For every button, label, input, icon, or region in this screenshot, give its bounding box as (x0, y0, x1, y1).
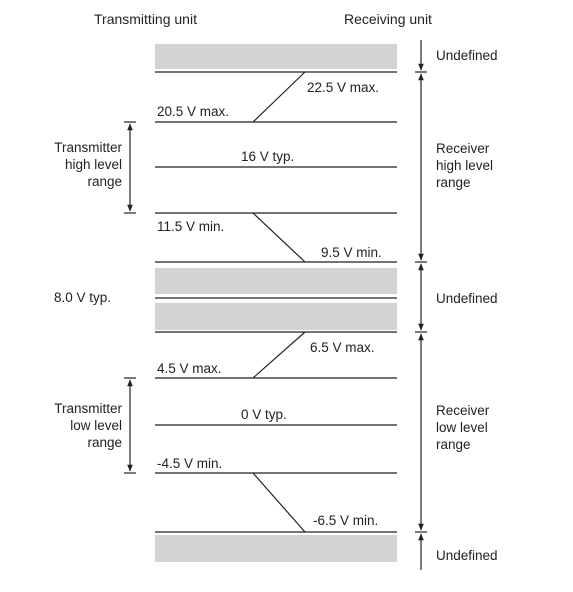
label-rx-min-low: -6.5 V min. (313, 513, 379, 528)
rx-low-range-line-3: range (436, 437, 471, 452)
rx-low-range-line-1: Receiver (436, 403, 490, 418)
tx-high-range-line-3: range (87, 174, 122, 189)
rx-high-range-line-3: range (436, 175, 471, 190)
label-tx-max-low: 4.5 V max. (157, 361, 222, 376)
undefined-band-mid-upper (155, 268, 397, 294)
undefined-label-mid: Undefined (436, 291, 498, 306)
connector-high-max (252, 71, 306, 123)
tx-high-range-label: Transmitter high level range (20, 139, 122, 190)
label-tx-min-high: 11.5 V min. (157, 219, 225, 234)
undefined-band-mid-lower (155, 303, 397, 330)
tx-low-range-line-1: Transmitter (54, 401, 122, 416)
undefined-label-top: Undefined (436, 48, 498, 63)
label-tx-typ-high: 16 V typ. (241, 149, 295, 164)
label-rx-max-low: 6.5 V max. (310, 340, 375, 355)
header-transmitting-unit: Transmitting unit (94, 11, 197, 27)
undefined-label-bottom: Undefined (436, 548, 498, 563)
rx-low-range-line-2: low level (436, 420, 488, 435)
label-tx-max-high: 20.5 V max. (157, 104, 230, 119)
label-tx-min-low: -4.5 V min. (157, 456, 223, 471)
tx-high-range-line-2: high level (64, 157, 122, 172)
label-tx-typ-low: 0 V typ. (241, 407, 287, 422)
label-mid-typ: 8.0 V typ. (54, 290, 112, 305)
rx-high-range-label: Receiver high level range (436, 140, 493, 191)
tx-low-range-line-2: low level (70, 418, 122, 433)
rx-high-range-line-1: Receiver (436, 141, 490, 156)
rx-high-range-line-2: high level (436, 158, 494, 173)
connector-low-min (252, 472, 306, 533)
undefined-band-top (155, 44, 397, 69)
label-rx-min-high: 9.5 V min. (321, 245, 382, 260)
connector-high-min (252, 212, 306, 263)
tx-low-range-line-3: range (87, 435, 122, 450)
undefined-band-bottom (155, 535, 397, 562)
header-receiving-unit: Receiving unit (344, 11, 432, 27)
tx-high-range-line-1: Transmitter (54, 140, 122, 155)
label-rx-max-high: 22.5 V max. (307, 80, 380, 95)
rx-low-range-label: Receiver low level range (436, 402, 489, 453)
connector-low-max (252, 331, 306, 379)
tx-low-range-label: Transmitter low level range (20, 400, 122, 451)
